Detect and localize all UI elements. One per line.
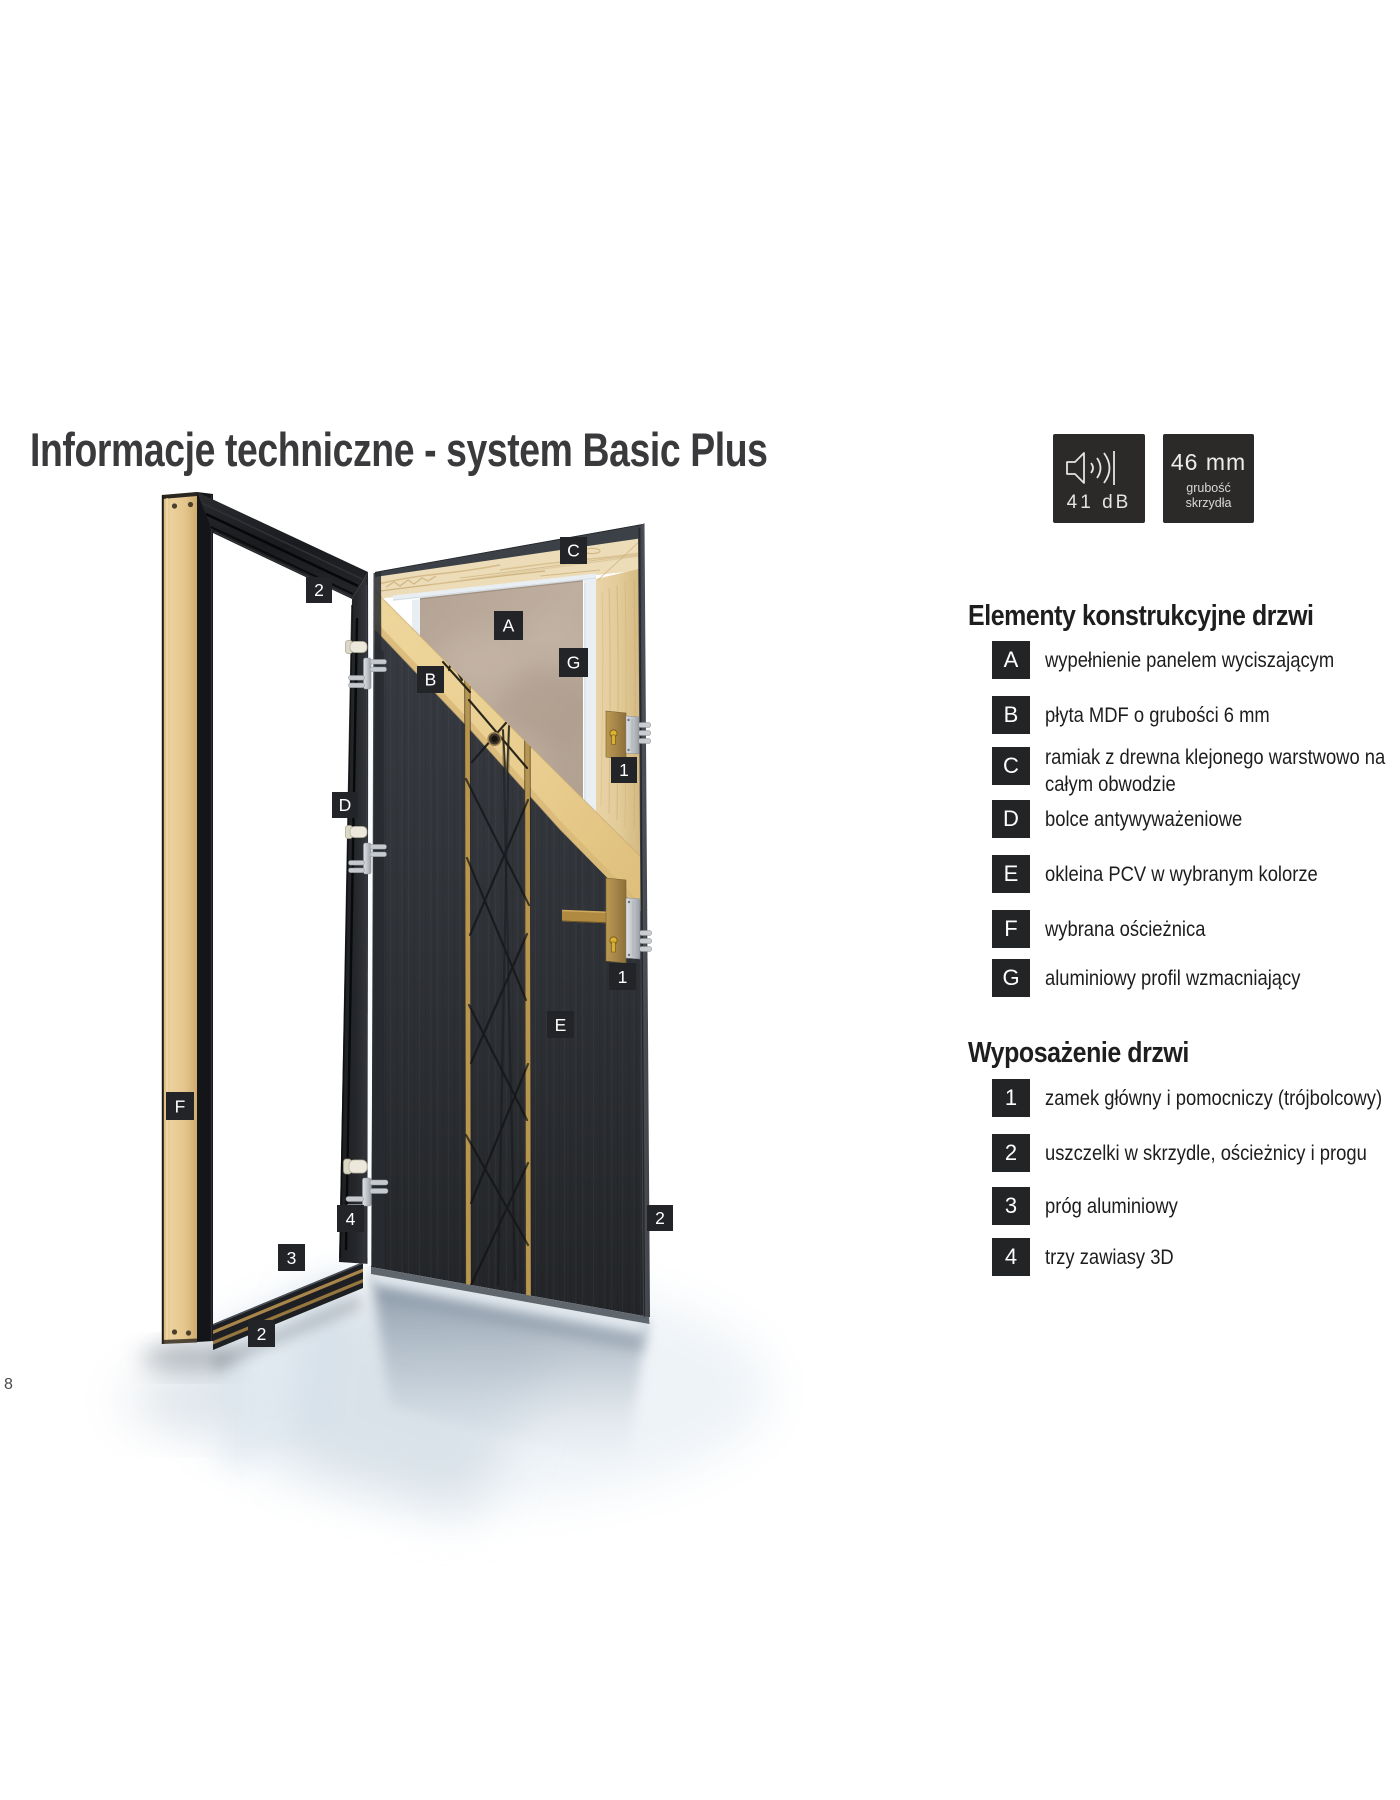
svg-text:2: 2 [257, 1324, 267, 1344]
svg-text:3: 3 [287, 1248, 297, 1268]
svg-text:A: A [503, 616, 515, 636]
svg-text:G: G [567, 653, 581, 673]
svg-text:D: D [339, 795, 352, 815]
svg-text:2: 2 [655, 1208, 665, 1228]
svg-text:B: B [425, 670, 437, 690]
svg-text:E: E [555, 1015, 567, 1035]
svg-text:4: 4 [346, 1209, 356, 1229]
svg-text:1: 1 [618, 967, 628, 987]
svg-text:1: 1 [619, 760, 629, 780]
svg-text:41 dB: 41 dB [1067, 492, 1132, 513]
svg-text:F: F [175, 1097, 186, 1117]
svg-text:C: C [567, 541, 580, 561]
svg-text:2: 2 [314, 580, 324, 600]
